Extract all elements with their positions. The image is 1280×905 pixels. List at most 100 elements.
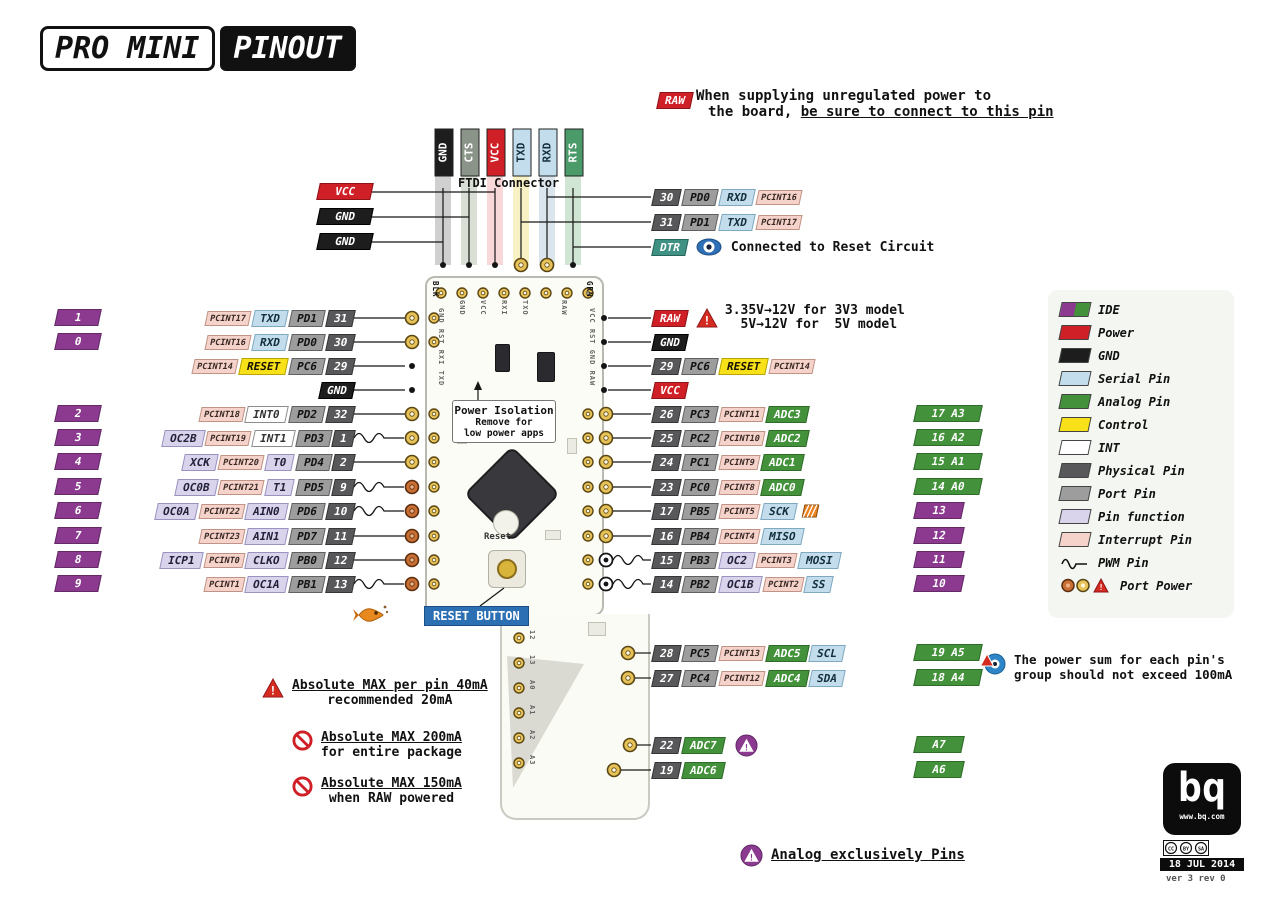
reset-button-cap bbox=[497, 559, 517, 579]
pin-badge-29: 29 bbox=[651, 357, 683, 375]
legend-swatch-power bbox=[1058, 325, 1092, 340]
solder-pad bbox=[603, 435, 609, 441]
legend-swatch-int bbox=[1058, 532, 1092, 547]
ide-pin-16A2: 16 A2 bbox=[913, 429, 983, 446]
board-right-silkscreen: VCC RST GND RAW bbox=[588, 308, 596, 387]
component-passive bbox=[588, 622, 606, 636]
reset-button bbox=[488, 550, 526, 588]
pin-badge-pd0: PD0 bbox=[681, 188, 719, 206]
pin-badge-pb2: PB2 bbox=[681, 575, 719, 593]
solder-pad bbox=[409, 581, 415, 587]
underside-pad-label: A0 bbox=[528, 680, 536, 691]
power-isolation-note: Power Isolation Remove for low power app… bbox=[452, 400, 556, 443]
pin-badge-pd3: PD3 bbox=[294, 429, 333, 447]
pin-badge-22: 22 bbox=[651, 736, 683, 754]
legend-item-phys: Physical Pin bbox=[1048, 459, 1234, 482]
pin-badge-pb3: PB3 bbox=[681, 551, 719, 569]
solder-pad bbox=[603, 484, 609, 490]
underside-pad-label: A3 bbox=[528, 755, 536, 766]
legend-swatch-intf bbox=[1058, 440, 1092, 455]
solder-pad bbox=[409, 435, 415, 441]
legend-item-gnd: GND bbox=[1048, 344, 1234, 367]
pin-badge-12: 12 bbox=[324, 551, 356, 569]
pin-row-right-0: RAW!3.35V→12V for 3V3 model 5V→12V for 5… bbox=[651, 304, 905, 332]
legend-label: IDE bbox=[1098, 302, 1120, 317]
ide-pin-15A1: 15 A1 bbox=[913, 453, 983, 470]
pin-badge-pc4: PC4 bbox=[681, 669, 719, 687]
solder-pad bbox=[409, 557, 415, 563]
pin-badge-scl: SCL bbox=[808, 644, 847, 662]
pin-badge-pcint1: PCINT1 bbox=[203, 576, 245, 592]
pin-badge-pb4: PB4 bbox=[681, 527, 719, 545]
pin-badge-10: 10 bbox=[324, 502, 356, 520]
bq-logo: bq www.bq.com bbox=[1163, 763, 1241, 835]
power-sum-note: The power sum for each pin's group shoul… bbox=[980, 652, 1232, 682]
solder-pad bbox=[404, 406, 420, 422]
svg-text:!: ! bbox=[744, 743, 749, 753]
reset-button-label: RESET BUTTON bbox=[424, 606, 529, 626]
pin-badge-pcint16: PCINT16 bbox=[755, 189, 803, 205]
pin-badge-pcint18: PCINT18 bbox=[197, 406, 245, 422]
sck-hatch-icon bbox=[801, 504, 821, 519]
pin-badge-26: 26 bbox=[651, 405, 683, 423]
underside-pad-label: 13 bbox=[528, 655, 536, 666]
pin-badge-mosi: MOSI bbox=[796, 551, 842, 569]
legend-label: Pin function bbox=[1098, 509, 1185, 524]
solder-pad bbox=[603, 508, 609, 514]
solder-pad bbox=[603, 411, 609, 417]
board-left-silkscreen: GND RST RXI TXD bbox=[437, 308, 445, 387]
pin-badge-14: 14 bbox=[651, 575, 683, 593]
pin-badge-pd5: PD5 bbox=[294, 478, 333, 496]
pin-badge-oc2b: OC2B bbox=[160, 429, 205, 447]
eye-icon bbox=[696, 238, 722, 256]
pin-badge-25: 25 bbox=[651, 429, 683, 447]
solder-pad bbox=[409, 387, 415, 393]
analog-warning-icon: ! bbox=[740, 844, 763, 867]
ide-pin-7: 7 bbox=[54, 527, 102, 544]
legend-swatch-phys bbox=[1058, 463, 1092, 478]
solder-pad bbox=[409, 484, 415, 490]
legend-label: Physical Pin bbox=[1098, 463, 1185, 478]
solder-pad bbox=[404, 552, 420, 568]
pin-badge-pc6: PC6 bbox=[288, 357, 326, 375]
pin-badge-9: 9 bbox=[331, 478, 356, 496]
pin-badge-adc6: ADC6 bbox=[681, 761, 726, 779]
pin-badge-sck: SCK bbox=[760, 502, 798, 520]
analog-warning-icon: ! bbox=[735, 733, 758, 757]
pin-badge-pd1: PD1 bbox=[681, 213, 719, 231]
pin-badge-pd2: PD2 bbox=[288, 405, 326, 423]
pin-badge-pcint9: PCINT9 bbox=[718, 454, 761, 470]
pin-badge-2: 2 bbox=[331, 453, 356, 471]
pin-badge-int0: INT0 bbox=[244, 405, 289, 423]
legend-swatch-ide bbox=[1058, 302, 1092, 317]
solder-pad bbox=[409, 315, 415, 321]
legend-swatch-control bbox=[1058, 417, 1092, 432]
pin-badge-pcint13: PCINT13 bbox=[718, 645, 766, 661]
component-passive bbox=[545, 530, 561, 540]
pin-badge-pd0: PD0 bbox=[288, 333, 326, 351]
pin-badge-adc1: ADC1 bbox=[760, 453, 805, 471]
ide-pin-0: 0 bbox=[54, 333, 102, 350]
pin-badge-raw: RAW bbox=[651, 309, 689, 327]
legend-swatch-port bbox=[1058, 486, 1092, 501]
dtr-note: Connected to Reset Circuit bbox=[730, 239, 935, 255]
analog-exclusive-note: ! Analog exclusively Pins bbox=[740, 844, 965, 867]
pin-badge-pcint11: PCINT11 bbox=[718, 406, 766, 422]
wire-label-grn: GRN bbox=[585, 281, 594, 298]
pin-badge-oc1b: OC1B bbox=[718, 575, 763, 593]
underside-pad-label: A2 bbox=[528, 730, 536, 741]
pin-badge-15: 15 bbox=[651, 551, 683, 569]
legend-item-power: Power bbox=[1048, 321, 1234, 344]
pin-badge-pcint19: PCINT19 bbox=[204, 430, 252, 446]
legend-label: Serial Pin bbox=[1098, 371, 1171, 386]
